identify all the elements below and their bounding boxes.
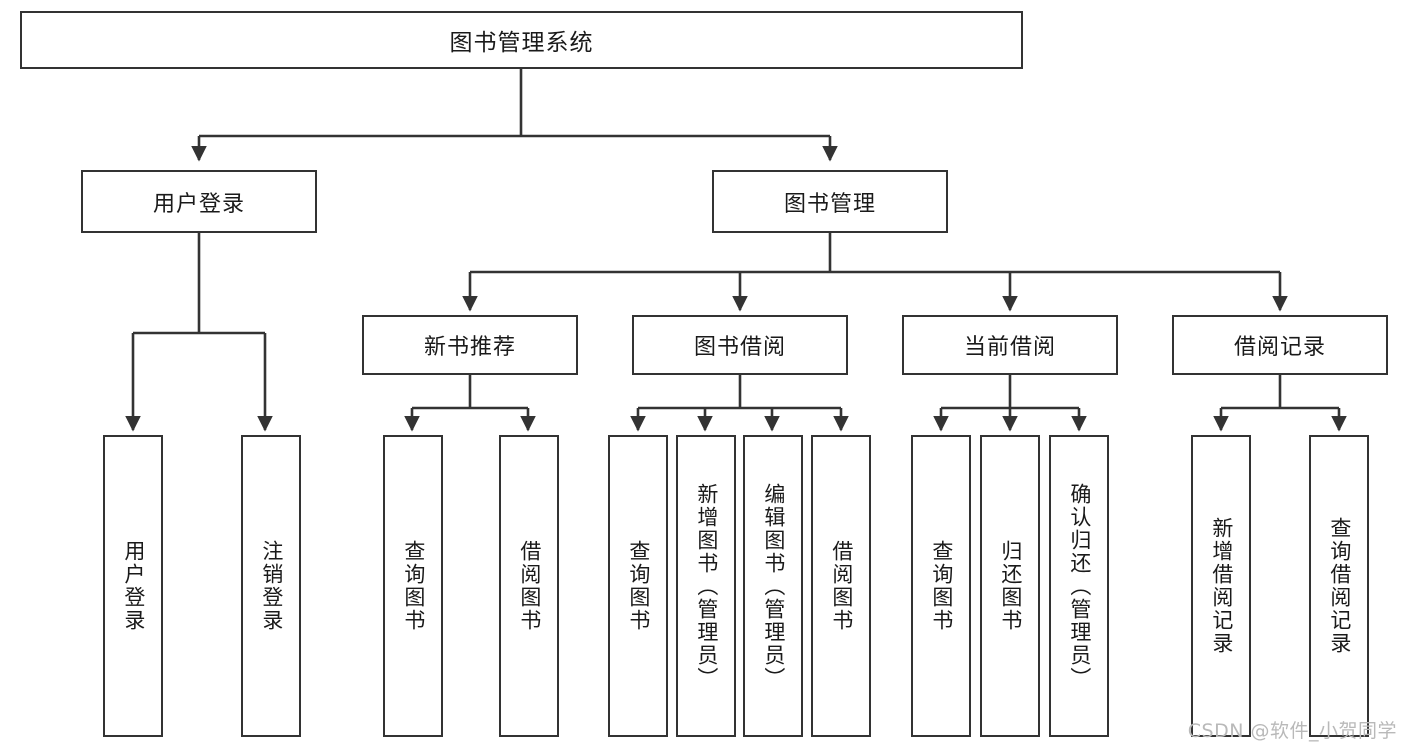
node-label: 图书借阅 — [693, 335, 786, 360]
node-leaf-borrow-book-1[interactable]: 借阅图书 — [499, 435, 559, 737]
node-book-borrow[interactable]: 图书借阅 — [632, 315, 848, 375]
node-user-login[interactable]: 用户登录 — [81, 170, 317, 233]
node-label: 当前借阅 — [963, 335, 1056, 360]
node-label: 归还图书 — [998, 540, 1023, 632]
node-leaf-query-record[interactable]: 查询借阅记录 — [1309, 435, 1369, 737]
node-leaf-add-record[interactable]: 新增借阅记录 — [1191, 435, 1251, 737]
node-leaf-return-book[interactable]: 归还图书 — [980, 435, 1040, 737]
node-borrow-record[interactable]: 借阅记录 — [1172, 315, 1388, 375]
node-book-manage[interactable]: 图书管理 — [712, 170, 948, 233]
node-current-borrow[interactable]: 当前借阅 — [902, 315, 1118, 375]
node-leaf-edit-book[interactable]: 编辑图书（管理员） — [743, 435, 803, 737]
node-new-book-recommend[interactable]: 新书推荐 — [362, 315, 578, 375]
node-label: 新增借阅记录 — [1209, 517, 1234, 655]
node-leaf-borrow-book-2[interactable]: 借阅图书 — [811, 435, 871, 737]
node-leaf-query-book-1[interactable]: 查询图书 — [383, 435, 443, 737]
node-label: 借阅记录 — [1233, 335, 1326, 360]
csdn-watermark: CSDN @软件_小贺同学 — [1187, 720, 1397, 742]
node-label: 新增图书（管理员） — [694, 482, 719, 690]
node-label: 借阅图书 — [829, 540, 854, 632]
node-label: 查询借阅记录 — [1327, 517, 1352, 655]
node-leaf-user-login[interactable]: 用户登录 — [103, 435, 163, 737]
node-label: 用户登录 — [121, 540, 146, 632]
node-leaf-user-logout[interactable]: 注销登录 — [241, 435, 301, 737]
node-label: 查询图书 — [929, 540, 954, 632]
node-label: 用户登录 — [152, 191, 245, 217]
node-root-system[interactable]: 图书管理系统 — [20, 11, 1023, 69]
node-label: 编辑图书（管理员） — [761, 482, 786, 690]
node-label: 新书推荐 — [423, 335, 516, 360]
node-label: 确认归还（管理员） — [1067, 482, 1092, 690]
node-label: 查询图书 — [626, 540, 651, 632]
node-label: 图书管理 — [783, 191, 876, 217]
node-leaf-query-book-2[interactable]: 查询图书 — [608, 435, 668, 737]
node-label: 图书管理系统 — [449, 30, 594, 56]
node-leaf-add-book[interactable]: 新增图书（管理员） — [676, 435, 736, 737]
node-label: 查询图书 — [401, 540, 426, 632]
node-leaf-query-book-3[interactable]: 查询图书 — [911, 435, 971, 737]
node-label: 借阅图书 — [517, 540, 542, 632]
node-label: 注销登录 — [259, 540, 284, 632]
node-leaf-confirm-return[interactable]: 确认归还（管理员） — [1049, 435, 1109, 737]
